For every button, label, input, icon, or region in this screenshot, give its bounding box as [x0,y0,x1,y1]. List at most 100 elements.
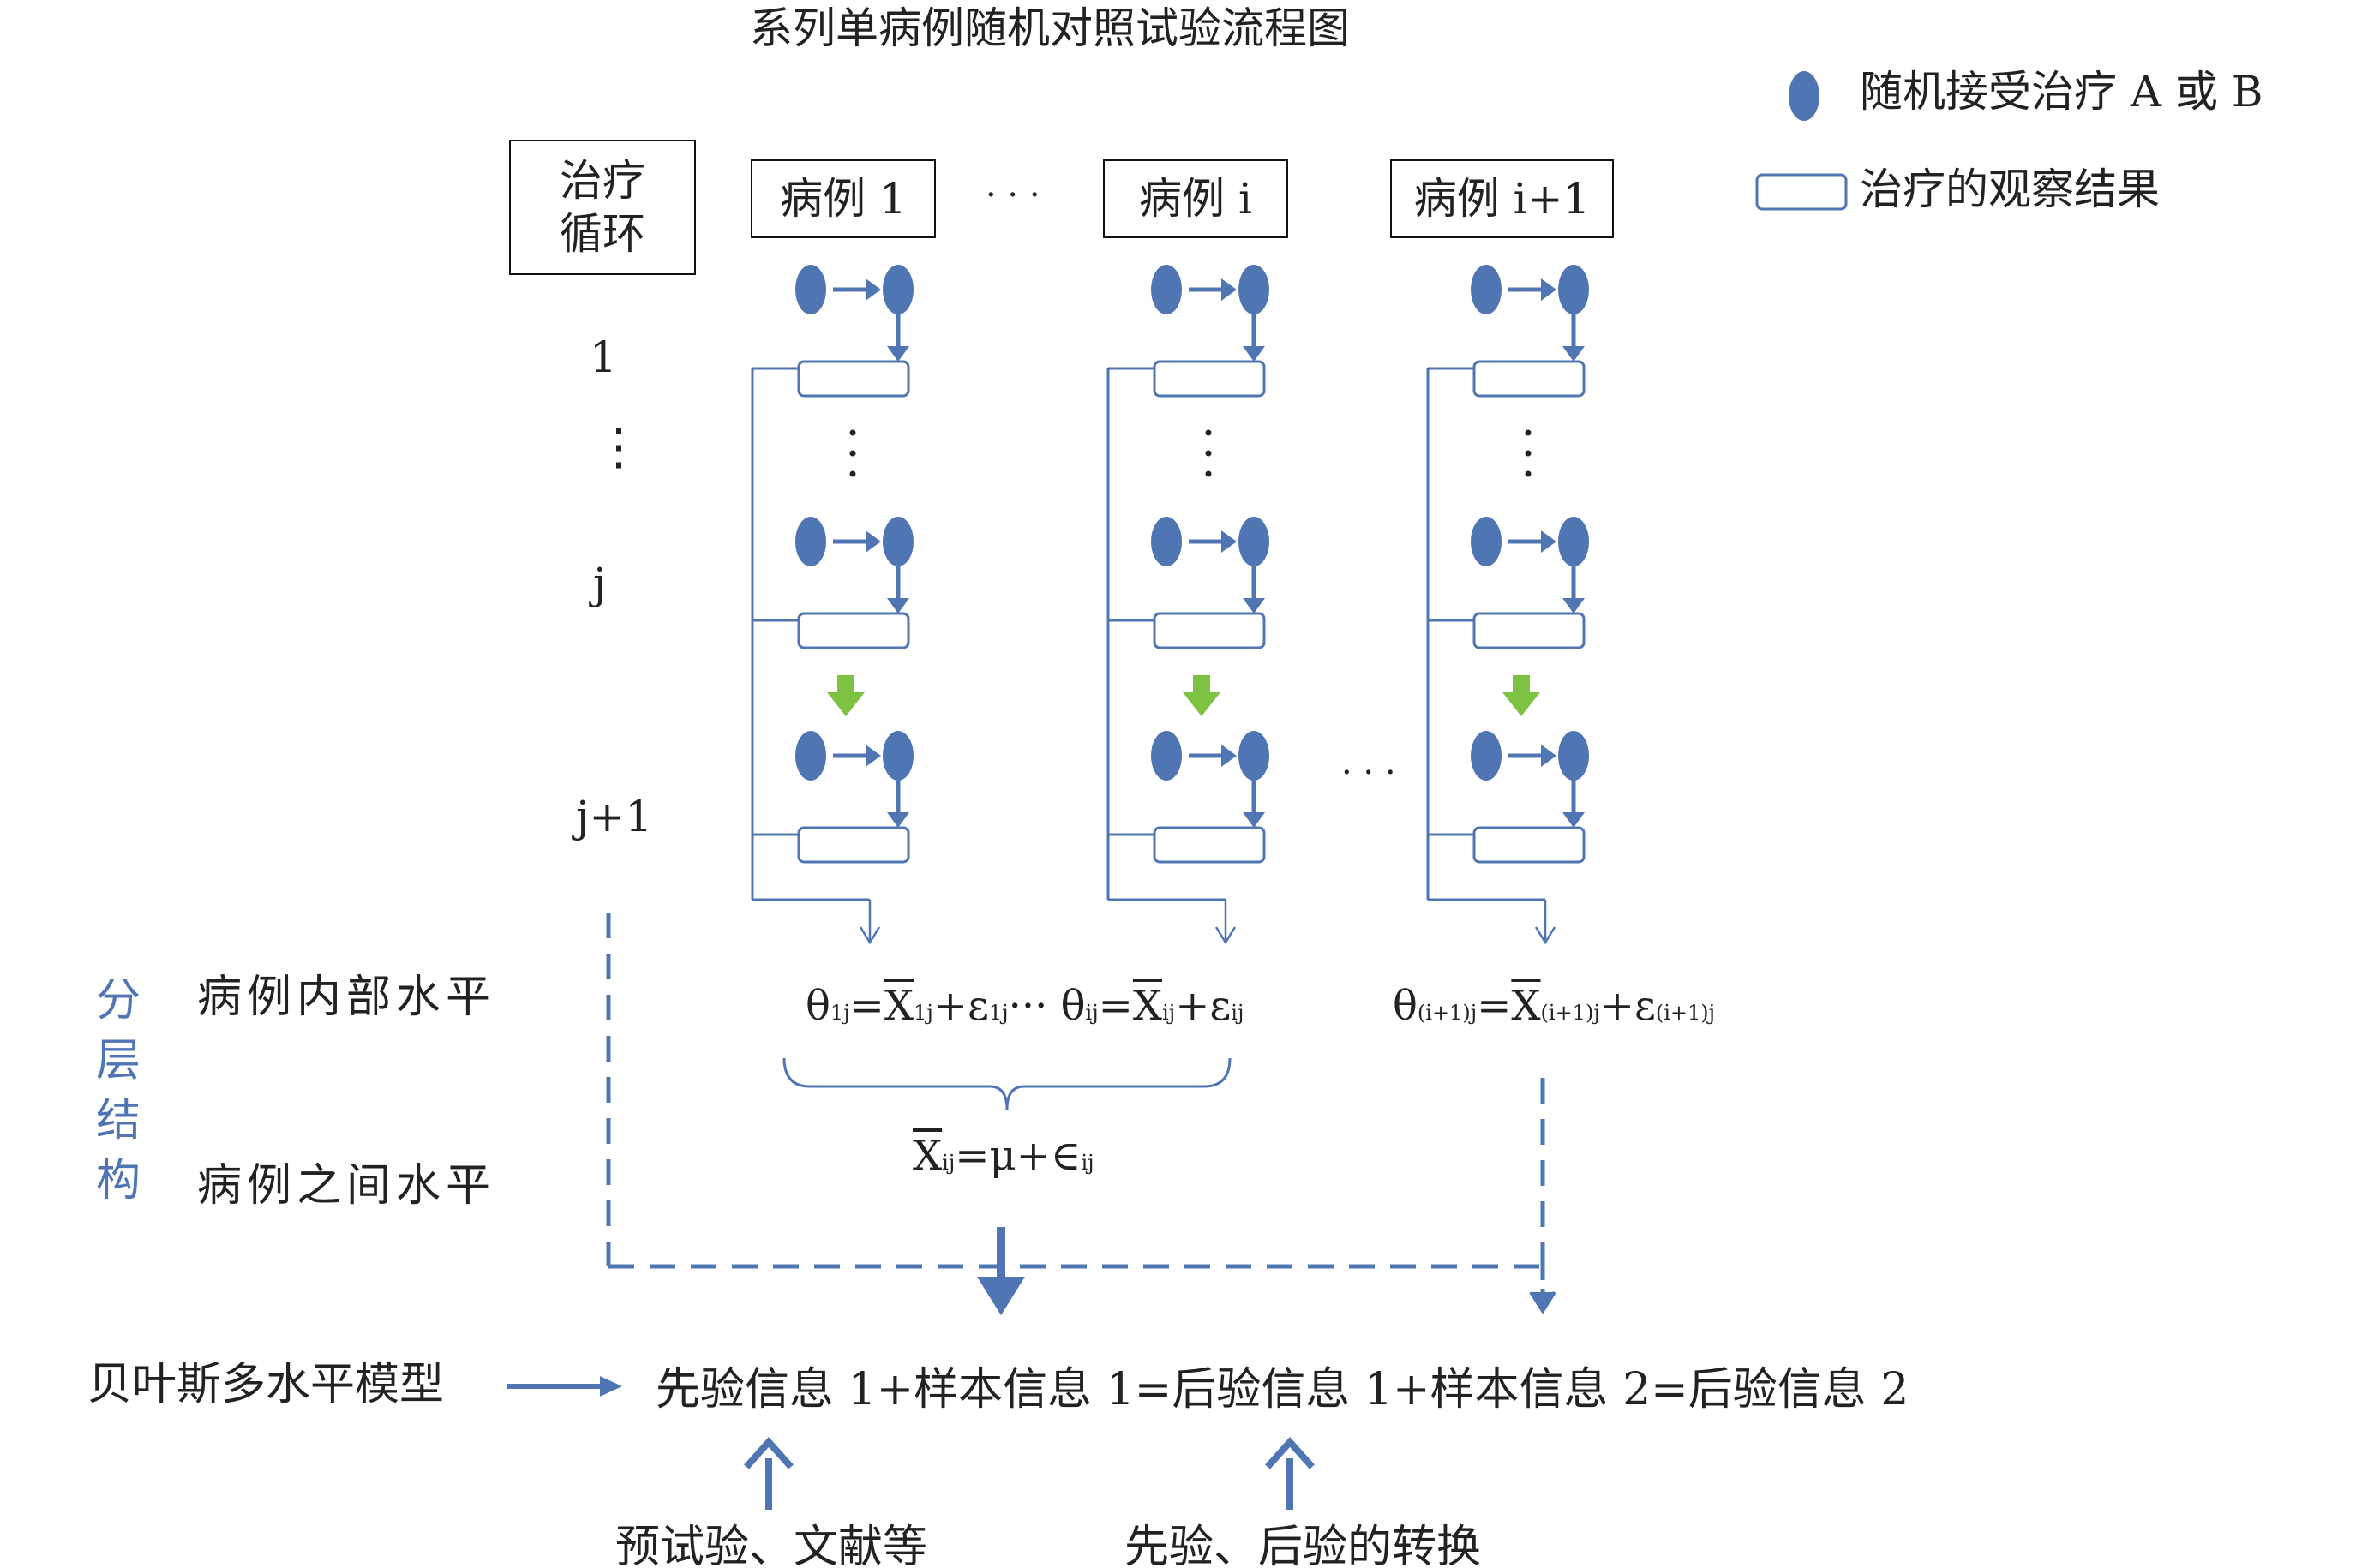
casei1-rowj1-treatment-b-node [1558,731,1589,781]
casei-row-dots [1205,470,1212,477]
level-within-label: 病例内部水平 [197,972,496,1023]
casei1-rowj-switch-arrow-head [1541,530,1556,553]
sub-1j-x-b: j [926,1001,933,1025]
case1-rowj-result-arrow-head [887,598,909,613]
model-to-equation-head [600,1376,622,1397]
cycle-header-line2: 循环 [560,209,645,259]
epsilon-symbol: ε [1209,982,1232,1030]
sub-ij-b: ij [942,1151,956,1175]
case-header-i1: 病例 i+1 [1390,159,1614,238]
casei-row1-treatment-a-node [1151,265,1182,314]
case1-rowj1-treatment-a-node [795,731,826,781]
case-header-i: 病例 i [1103,159,1288,238]
case1-row1-observation-box [797,360,910,398]
source-left-arrow-head [744,1437,794,1469]
xbar-symbol: X [1511,982,1541,1030]
casei1-rowj-result-arrow-head [1562,598,1585,613]
source-transform-label: 先验、后验的转换 [1124,1522,1482,1568]
casei-rowj-treatment-b-node [1238,517,1269,566]
source-pretrial-label: 预试验、文献等 [615,1522,928,1568]
casei-rowj-result-arrow-head [1243,598,1265,613]
cycle-label-1: 1 [590,332,617,382]
casei-rowj-observation-box [1153,612,1266,649]
dashed-right-arrowhead [1529,1290,1556,1314]
casei1-rowj1-observation-box [1472,826,1586,864]
plus-sign: + [1175,982,1210,1030]
equals-sign: = [849,982,884,1030]
case1-green-arrow-head [827,692,865,716]
casei-rowj-switch-arrow-head [1221,530,1237,553]
theta-symbol: θ [806,982,830,1030]
hierarchy-char-3: 结 [96,1095,141,1146]
theta-symbol: θ [1060,982,1086,1030]
plus-sign: + [932,982,968,1030]
level-between-label: 病例之间水平 [197,1160,496,1212]
casei1-row-dots [1525,470,1532,477]
cycle-label-j1: j+1 [576,792,653,841]
casei1-row1-result-arrow-head [1562,346,1585,362]
casei-row-dots [1205,450,1212,457]
diagram-title: 系列单病例随机对照试验流程图 [750,3,1350,53]
cycle-label-dots: ⋮ [594,417,644,476]
legend-ellipse-icon [1789,71,1819,121]
case1-row-dots [849,470,856,477]
casei-row1-observation-box [1153,360,1266,398]
case1-rowj1-switch-arrow-head [866,745,881,767]
case1-row1-result-arrow-head [887,346,909,362]
sub-1j: 1j [830,1001,850,1025]
formula-within-i1: θ(i+1)j=X(i+1)j+ε(i+1)j [1393,985,1715,1026]
casei-green-arrow-stem [1193,675,1210,692]
casei-green-arrow-head [1183,692,1220,716]
casei1-rowj-treatment-a-node [1471,517,1502,566]
casei1-rowj-observation-box [1472,612,1586,649]
casei1-collector-arrow-head [1534,926,1556,945]
hierarchy-char-4: 构 [96,1155,141,1206]
formula-between: Xij=μ+∈ij [913,1135,1094,1176]
sub-1j-e: 1j [989,1001,1009,1025]
formula-brace [782,1057,1232,1110]
casei1-row1-treatment-a-node [1471,265,1502,314]
casei1-rowj-treatment-b-node [1558,517,1589,566]
casei1-row1-treatment-b-node [1558,265,1589,314]
epsilon-symbol: ε [1634,982,1656,1030]
mid-dots: ··· [1008,982,1048,1030]
cycle-label-j: j [593,559,607,608]
case1-rowj1-treatment-b-node [883,731,914,781]
case-ellipsis-bottom: · · · [1341,753,1396,793]
case1-rowj-treatment-a-node [795,517,826,566]
hierarchy-char-2: 层 [96,1035,141,1086]
casei1-green-arrow-head [1502,692,1540,716]
sub-i1j-x-a: (i+1) [1540,1001,1594,1025]
sub-1j-b: j [843,1001,850,1025]
casei1-rowj1-result-arrow-head [1562,812,1585,828]
case1-row1-treatment-a-node [795,265,826,314]
sub-1j-e-a: 1 [988,1001,1003,1025]
theta-symbol: θ [1393,982,1418,1030]
casei-rowj1-observation-box [1153,826,1266,864]
case1-row1-treatment-b-node [883,265,914,314]
hierarchy-char-1: 分 [96,975,141,1026]
casei-row1-treatment-b-node [1238,265,1269,314]
xbar-symbol: X [884,982,914,1030]
casei1-green-arrow-stem [1513,675,1530,692]
cycle-header-line1: 治疗 [560,155,645,206]
casei-rowj-treatment-a-node [1151,517,1182,566]
formula-within-1-i: θ1j=X1j+ε1j··· θij=Xij+εij [806,985,1244,1026]
sub-ij-e: ij [1231,1001,1244,1025]
central-arrow-head [977,1277,1025,1315]
plus-sign: + [1599,982,1634,1030]
casei1-row-dots [1525,429,1532,436]
equals-sign: = [1477,982,1512,1030]
case1-rowj-treatment-b-node [883,517,914,566]
treatment-cycle-header: 治疗 循环 [509,140,696,275]
casei-row1-switch-arrow-head [1221,278,1237,301]
sub-i1j-x-b: j [1593,1001,1600,1025]
case1-collector-arrow-head [859,926,881,945]
sub-ij-b2: ij [1081,1151,1094,1175]
xbar-symbol: X [1132,982,1163,1030]
case-ellipsis-top: · · · [986,176,1040,215]
case1-row-dots [849,429,856,436]
legend-rect-icon [1755,173,1848,211]
sub-i1j-a: (i+1) [1417,1001,1471,1025]
casei1-row-dots [1525,450,1532,457]
